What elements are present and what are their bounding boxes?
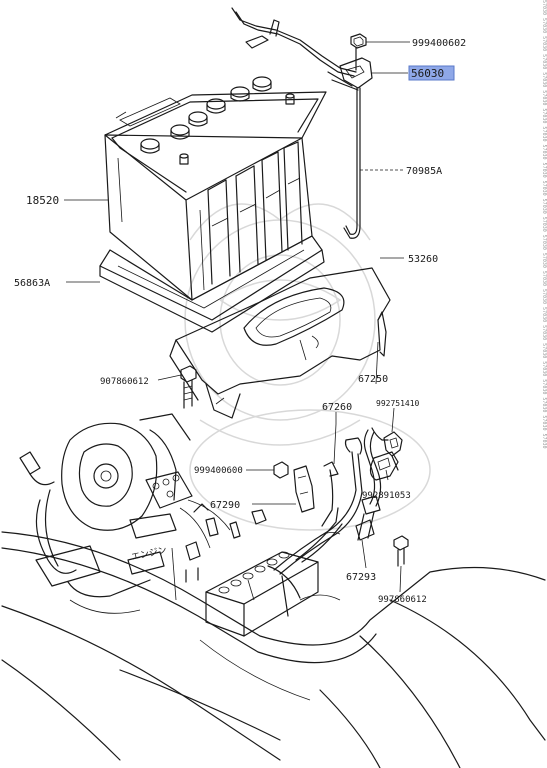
part-label-56030[interactable]: 56030	[411, 67, 444, 80]
battery-18520	[104, 76, 327, 301]
part-label-70985A: 70985A	[406, 166, 442, 177]
part-label-56863A: 56863A	[14, 278, 50, 289]
part-label-992751410: 992751410	[376, 399, 420, 408]
engine-bay-illustration	[1, 413, 546, 768]
leader-lines	[64, 41, 410, 593]
part-label-18520: 18520	[26, 194, 59, 207]
part-label-67260: 67260	[322, 402, 352, 413]
part-label-907860612: 907860612	[100, 377, 149, 387]
part-label-999400602: 999400602	[412, 38, 466, 49]
edge-watermark-strip: 57030 57030 57030 57030 57030 57030 5703…	[541, 0, 547, 449]
part-label-67250: 67250	[358, 374, 388, 385]
bolt-907860612	[180, 365, 197, 409]
j-bolt-70985A	[343, 47, 361, 239]
highlight-56030	[408, 65, 455, 81]
part-label-997860612: 997860612	[378, 595, 427, 605]
part-label-53260: 53260	[408, 254, 438, 265]
part-label-67290: 67290	[210, 500, 240, 511]
part-label-67293: 67293	[346, 572, 376, 583]
part-label-999400600: 999400600	[194, 466, 243, 476]
battery-carrier-53260	[169, 267, 391, 419]
battery-hold-down-bar	[231, 7, 359, 91]
part-labels: 999400602 56030 70985A 18520 53260 56863…	[14, 38, 466, 605]
nut-999400602	[350, 33, 367, 49]
watermark-emblem	[184, 203, 431, 531]
battery-tray-56863A	[99, 235, 325, 333]
part-label-992891053: 992891053	[362, 491, 411, 501]
bracket-56030	[339, 57, 373, 89]
